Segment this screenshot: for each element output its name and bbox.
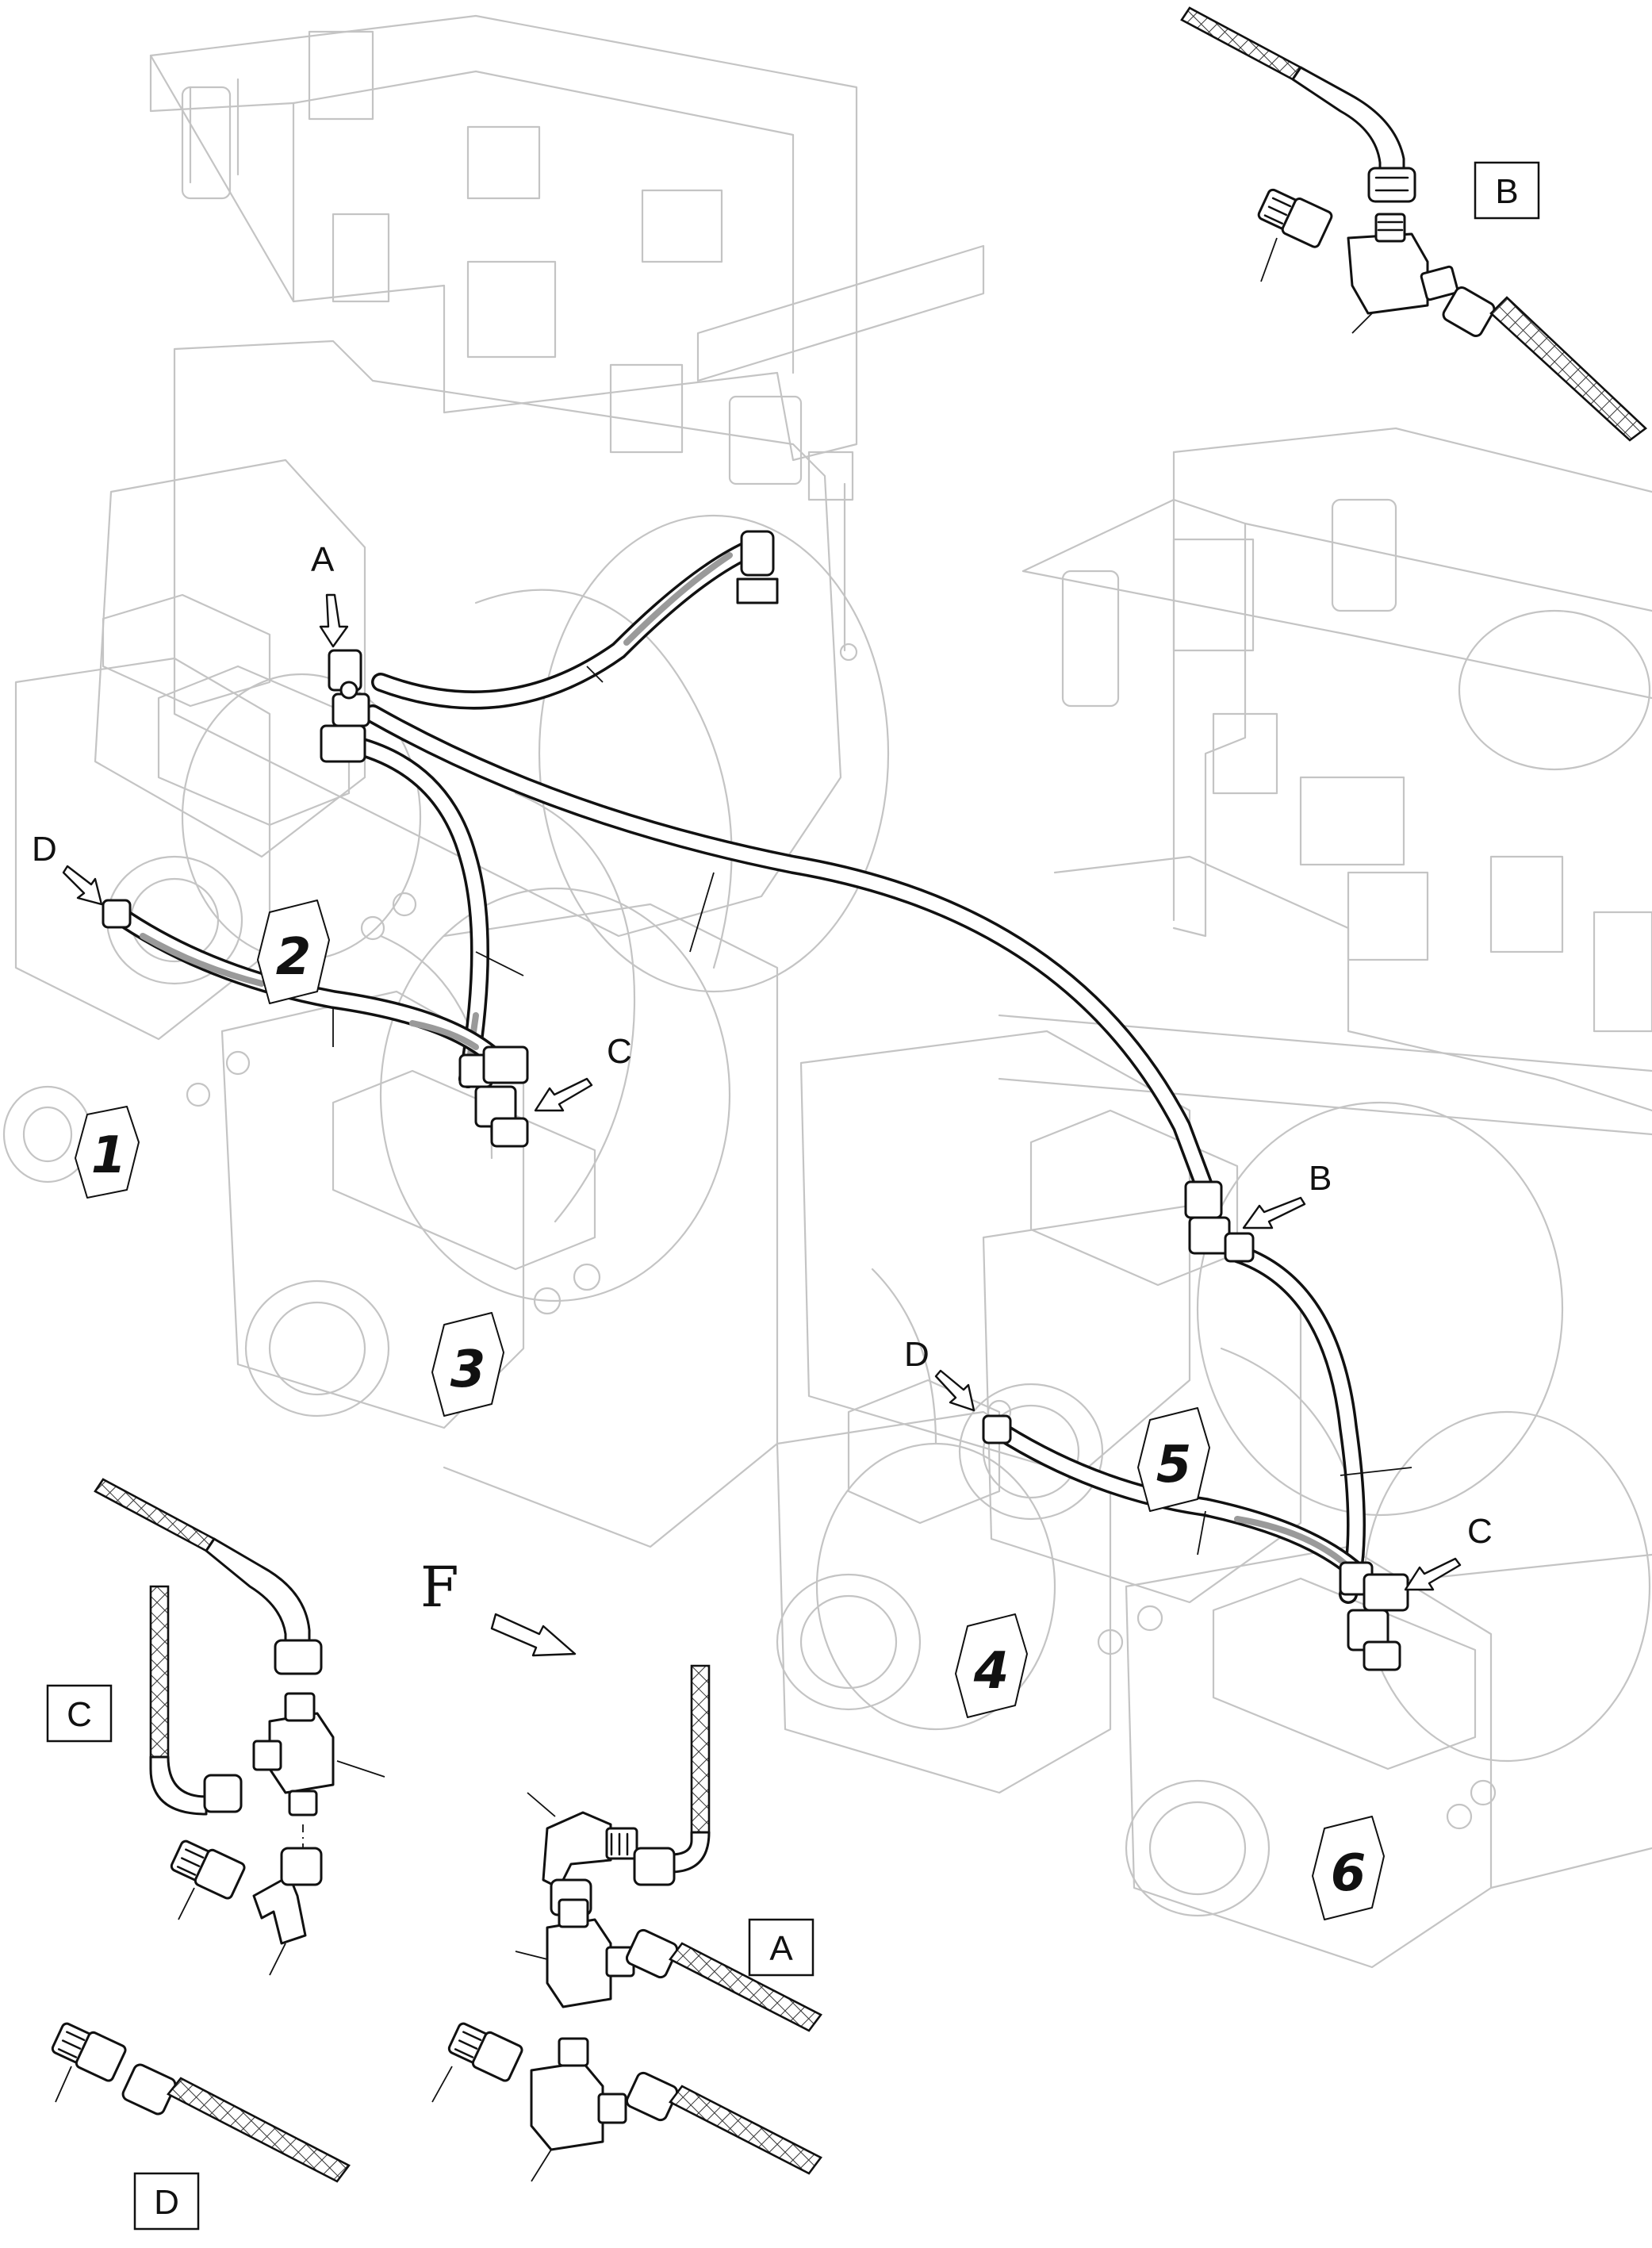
pump-number-1: 1 (75, 1106, 140, 1199)
callout-d-lower: D (904, 1335, 975, 1412)
detail-b-box (1474, 161, 1540, 220)
pump-cap-6 (1125, 1779, 1271, 1917)
fitting-sensor-top (736, 530, 779, 604)
callout-d-upper: D (32, 830, 103, 906)
detail-a: A (431, 1664, 822, 2182)
view-arrow-f-label: F (420, 1555, 459, 1620)
fitting-c-lower (1339, 1561, 1409, 1671)
svg-text:6: 6 (1331, 1844, 1366, 1903)
pump-number-3: 3 (431, 1312, 504, 1417)
view-arrow-f: F (420, 1555, 577, 1657)
detail-a-box (748, 1918, 815, 1977)
pump-number-2: 2 (257, 900, 330, 1004)
callout-d-lower-label: D (904, 1335, 929, 1374)
pump-cap-4 (776, 1573, 922, 1711)
callout-b: B (1242, 1159, 1332, 1229)
pump-cap-5 (958, 1383, 1104, 1521)
svg-text:5: 5 (1156, 1436, 1192, 1494)
callout-a: A (311, 540, 349, 648)
detail-c-label: C (67, 1695, 92, 1734)
detail-c: C (46, 1478, 385, 1976)
svg-text:4: 4 (973, 1642, 1010, 1701)
callout-c-lower-label: C (1467, 1512, 1493, 1551)
detail-b-label: B (1495, 172, 1518, 211)
hose-d-to-c-lower (986, 1418, 1374, 1588)
hose-b-to-c-lower (1228, 1244, 1366, 1604)
callout-b-label: B (1309, 1159, 1332, 1198)
pump-cap-3 (244, 1279, 390, 1417)
hose-a-to-sensor (371, 538, 763, 710)
pump-number-5: 5 (1137, 1407, 1210, 1512)
detail-a-label: A (769, 1929, 793, 1968)
svg-text:3: 3 (450, 1341, 486, 1399)
fitting-d-lower (982, 1414, 1012, 1444)
detail-d-label: D (154, 2183, 179, 2222)
callout-c-lower: C (1404, 1512, 1493, 1591)
pump-numbers: 1 2 3 4 5 6 (75, 900, 1385, 1920)
callout-d-upper-label: D (32, 830, 57, 869)
svg-text:1: 1 (91, 1126, 127, 1185)
hose-routing (102, 530, 1412, 1671)
detail-d-box (133, 2172, 200, 2231)
svg-text:2: 2 (276, 928, 312, 987)
hose-a-to-b (363, 704, 1215, 1199)
fitting-d-upper (102, 899, 132, 929)
callout-a-label: A (311, 540, 335, 579)
detail-c-box (46, 1684, 113, 1743)
detail-d: D (51, 2022, 351, 2231)
pump-number-6: 6 (1312, 1816, 1385, 1920)
hose-d-to-c-upper (105, 903, 501, 1065)
callout-c-upper: C (534, 1032, 632, 1112)
callouts: A D C B D C (32, 540, 1493, 1591)
fitting-c-upper (458, 1045, 529, 1148)
detail-b: B (1180, 6, 1648, 442)
callout-c-upper-label: C (607, 1032, 632, 1071)
fitting-b (1184, 1180, 1255, 1263)
pump-number-4: 4 (955, 1613, 1028, 1718)
fitting-a (320, 649, 370, 763)
